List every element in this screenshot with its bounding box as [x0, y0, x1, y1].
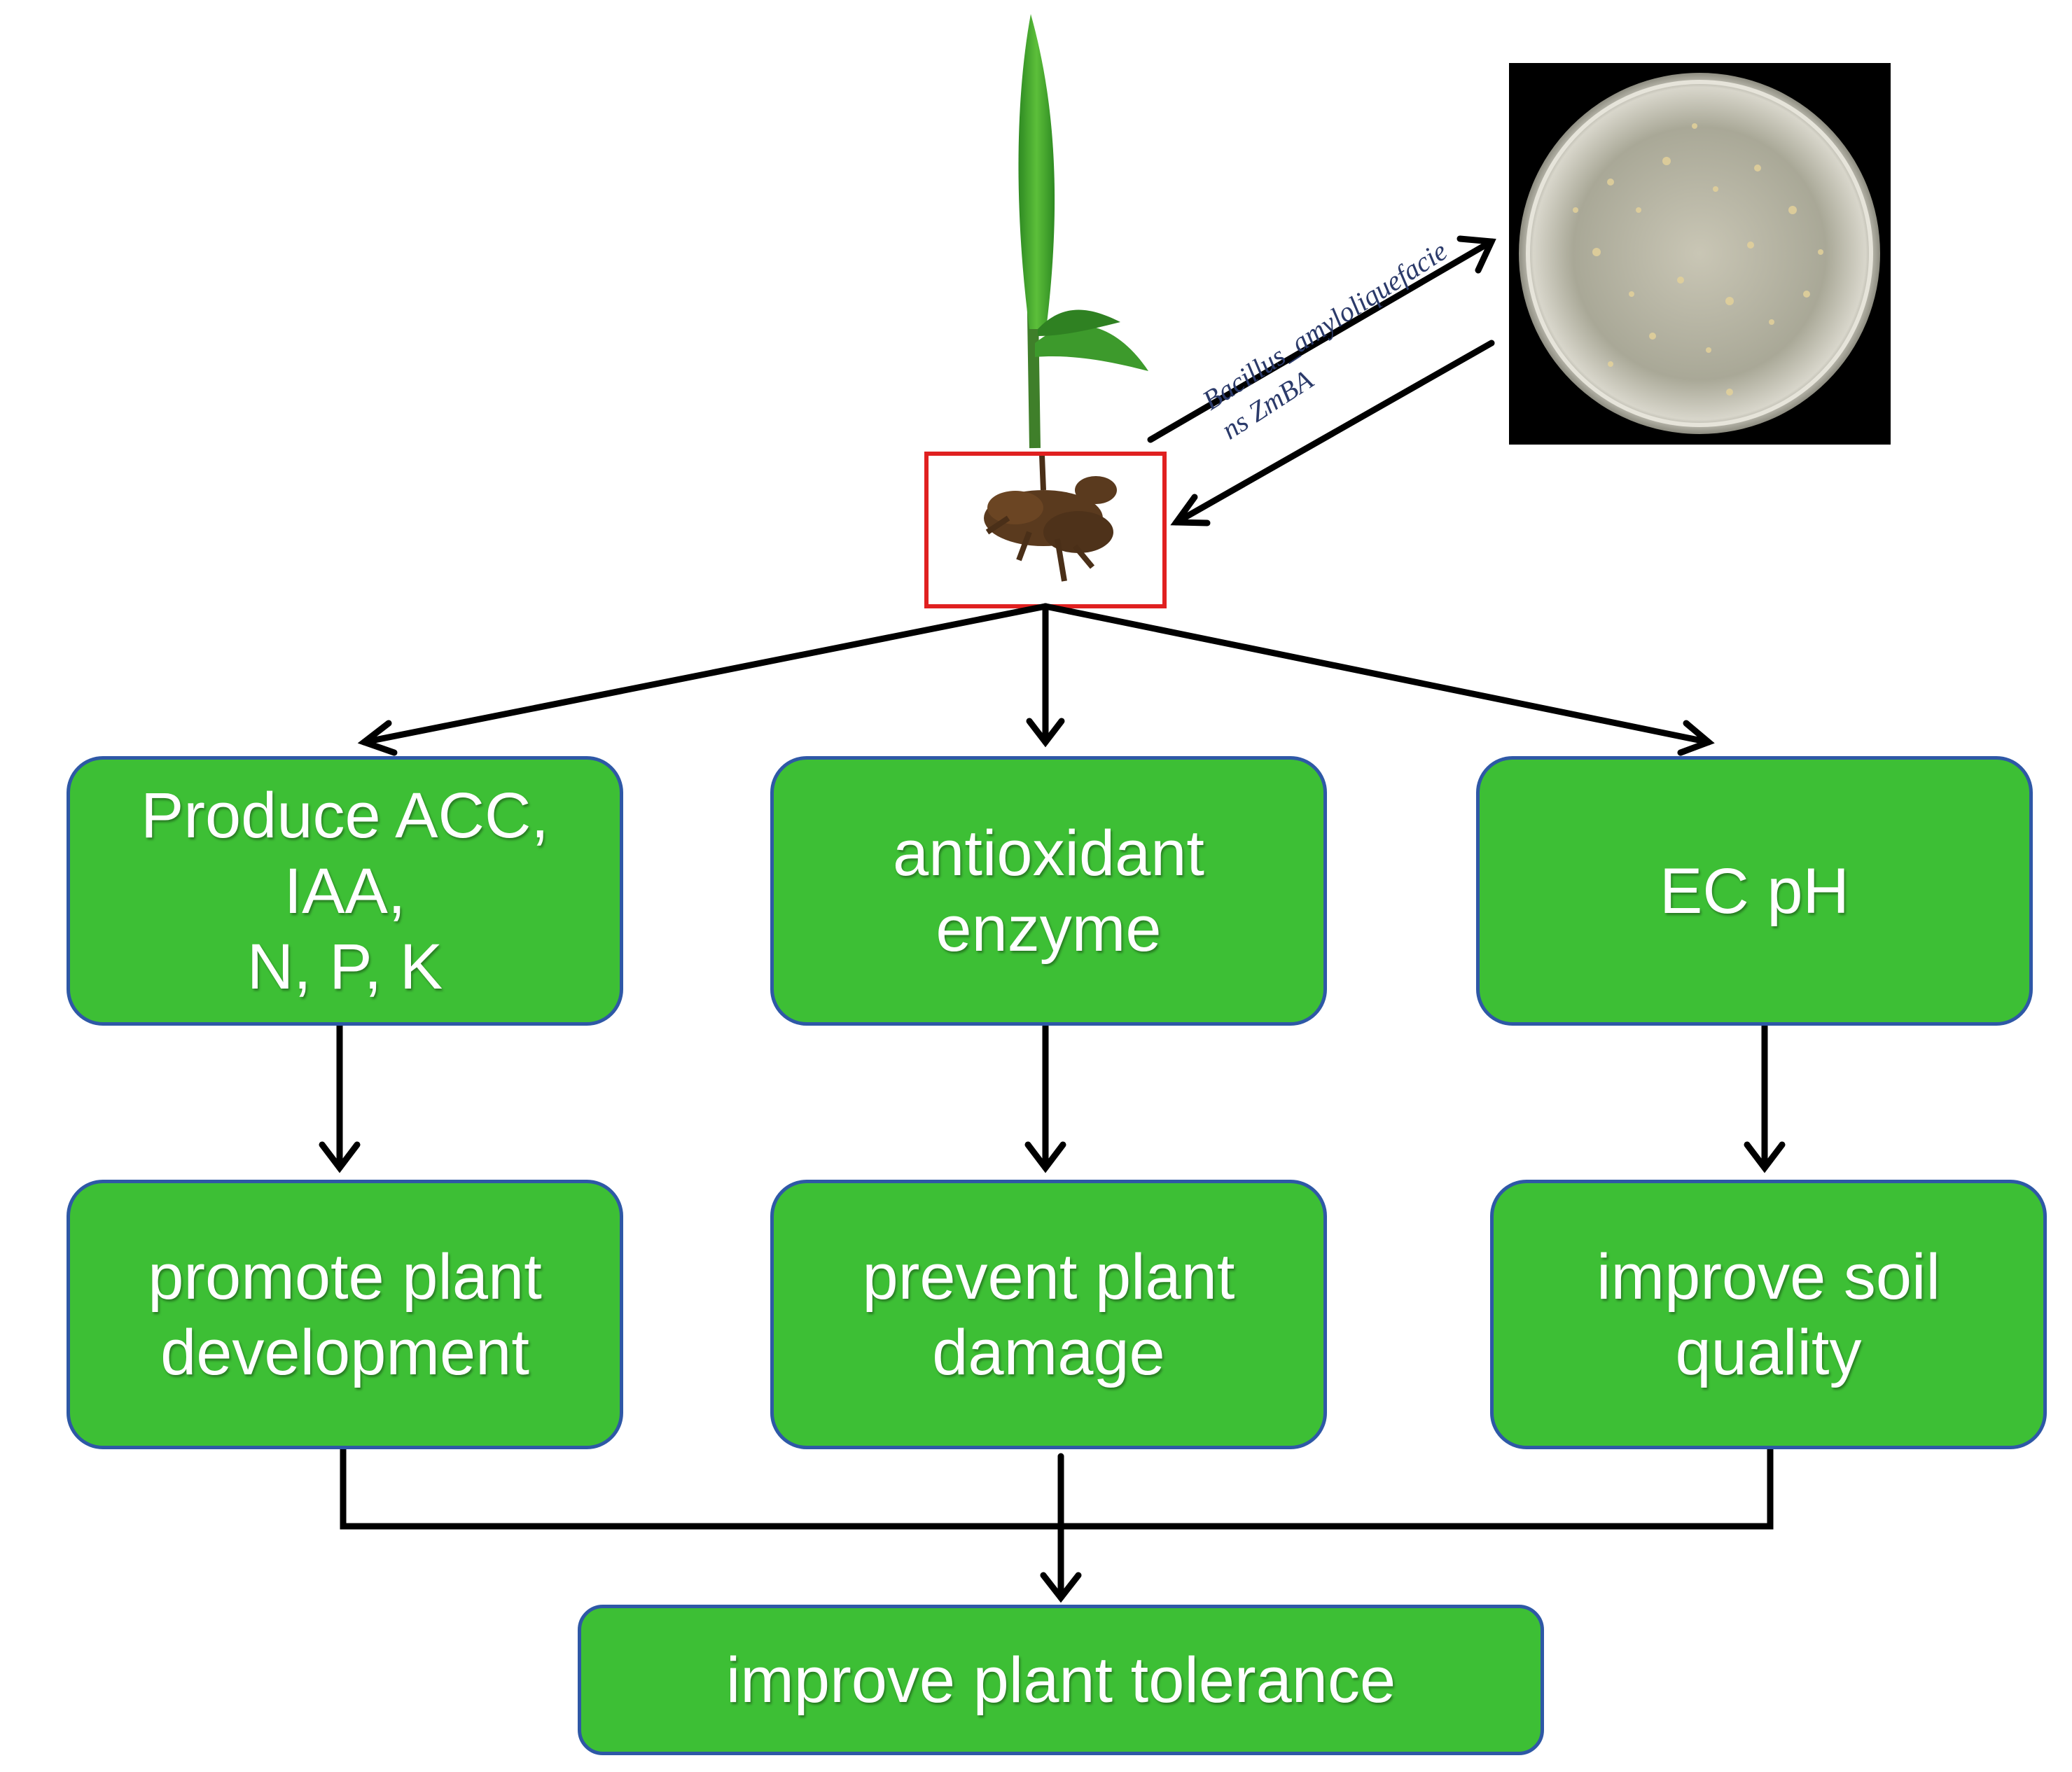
vertical-arrows	[319, 1022, 1786, 1173]
box-prevent-plant-damage: prevent plant damage	[770, 1180, 1327, 1449]
arrow-root-to-dish	[1147, 235, 1496, 443]
box-antioxidant-enzyme: antioxidant enzyme	[770, 756, 1327, 1026]
petri-dish-photo	[1509, 63, 1891, 445]
box-promote-plant-development: promote plant development	[67, 1180, 623, 1449]
box-ec-ph: EC pH	[1476, 756, 2033, 1026]
box-produce-acc-iaa-npk: Produce ACC, IAA, N, P, K	[67, 756, 623, 1026]
soil-root-clump	[984, 454, 1117, 582]
box-improve-plant-tolerance: improve plant tolerance	[578, 1605, 1544, 1755]
box-improve-soil-quality: improve soil quality	[1490, 1180, 2047, 1449]
arrow-dish-to-root	[1170, 340, 1495, 526]
merge-connector	[340, 1446, 1774, 1603]
fanout-arrows	[357, 603, 1715, 756]
seedling-illustration	[1018, 14, 1148, 449]
